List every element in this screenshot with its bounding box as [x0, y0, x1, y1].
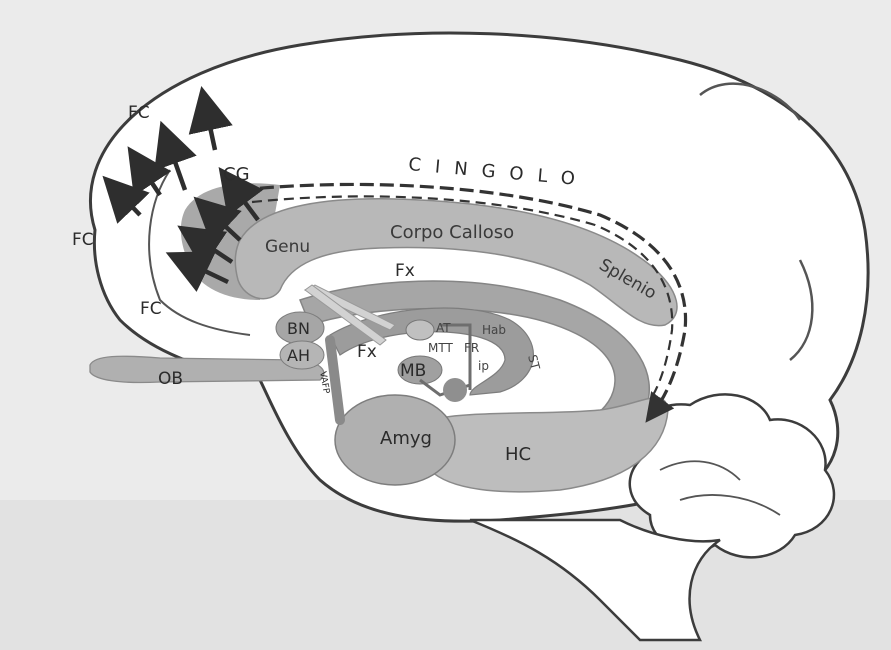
label-ob: OB — [158, 369, 183, 389]
label-amyg: Amyg — [380, 428, 432, 449]
label-fc-left: FC — [72, 230, 94, 250]
label-fc-bottom: FC — [140, 299, 162, 319]
label-fr: FR — [464, 341, 479, 355]
label-bn: BN — [287, 319, 310, 338]
label-mtt: MTT — [428, 341, 453, 355]
label-genu: Genu — [265, 237, 310, 257]
label-corpo-calloso: Corpo Calloso — [390, 222, 514, 243]
label-fc-top: FC — [128, 103, 150, 123]
label-ip: ip — [478, 359, 489, 373]
anterior-thalamus — [406, 320, 434, 340]
label-cg: CG — [223, 164, 250, 185]
label-hab: Hab — [482, 323, 506, 337]
label-hc: HC — [505, 444, 531, 465]
label-mb: MB — [400, 361, 426, 381]
label-fx-lower: Fx — [357, 342, 377, 362]
label-fx-upper: Fx — [395, 261, 415, 281]
label-at: AT — [436, 321, 451, 335]
label-ah: AH — [287, 346, 310, 365]
